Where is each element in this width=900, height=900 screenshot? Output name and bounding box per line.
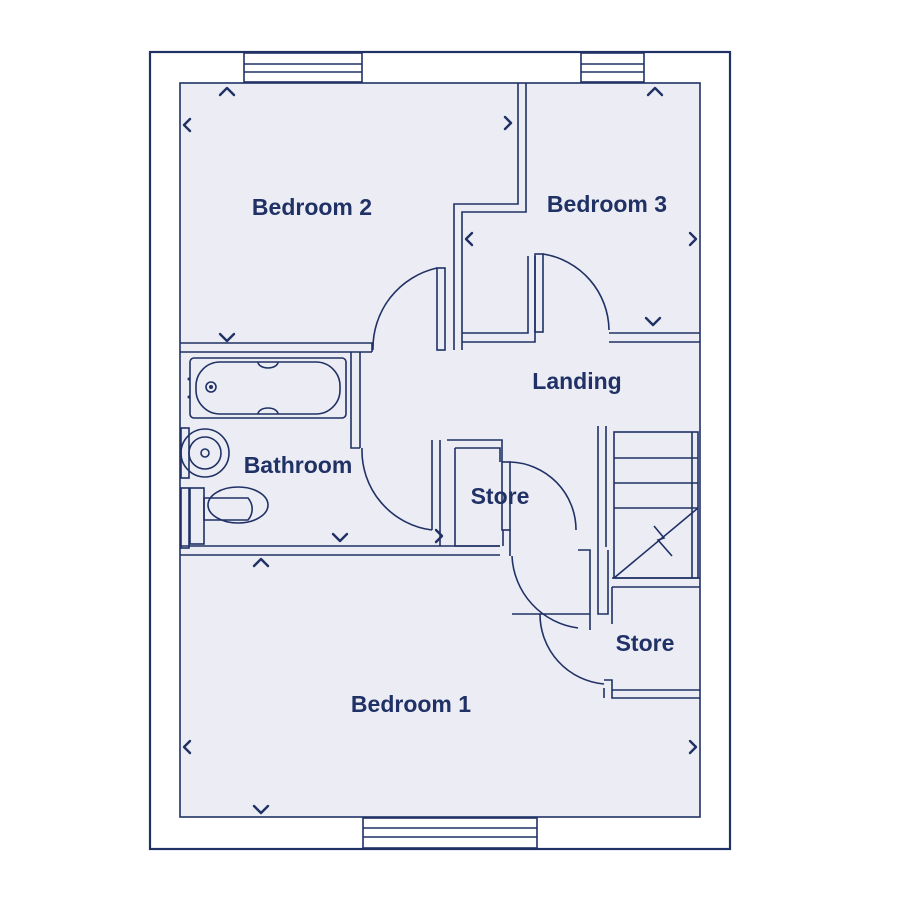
window-top-right (580, 52, 645, 83)
dimension-markers (182, 86, 698, 815)
label-bathroom: Bathroom (244, 452, 353, 478)
door-store-2 (539, 613, 605, 685)
label-store-1: Store (471, 483, 530, 509)
wash-basin (180, 427, 230, 479)
toilet (180, 486, 269, 549)
door-bedroom-1 (511, 555, 590, 629)
door-bedroom-3 (534, 253, 610, 333)
door-bathroom (361, 447, 433, 531)
staircase (613, 431, 699, 579)
window-top-left (243, 52, 363, 83)
label-bedroom-2: Bedroom 2 (252, 194, 372, 220)
label-store-2: Store (616, 630, 675, 656)
door-store-1 (501, 461, 577, 531)
bath-tub (187, 357, 347, 419)
label-bedroom-3: Bedroom 3 (547, 191, 667, 217)
internal-walls (180, 83, 700, 699)
outer-wall (148, 50, 732, 851)
inner-wall-outline (179, 82, 701, 818)
window-bottom (362, 817, 538, 849)
label-bedroom-1: Bedroom 1 (351, 691, 471, 717)
door-bedroom-2 (372, 267, 446, 351)
label-landing: Landing (532, 368, 621, 394)
